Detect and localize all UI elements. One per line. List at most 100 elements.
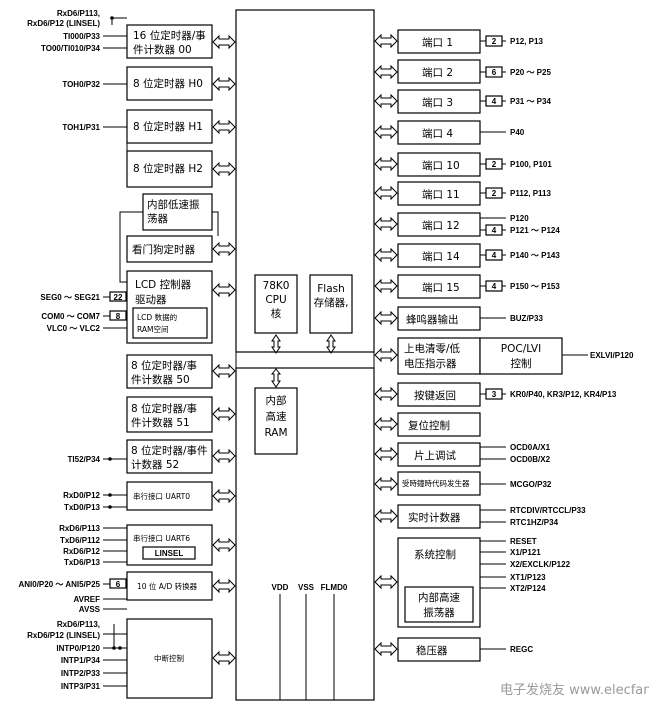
sig-rxd6-p113-b: RxD6/P113	[59, 524, 100, 533]
clk-pin: MCGO/P32	[510, 480, 552, 489]
port-blocks	[397, 29, 481, 299]
sys-pin-x2: X2/EXCLK/P122	[510, 560, 571, 569]
right-bus-arrow-4	[374, 124, 398, 140]
sig-com: COM0 ～ COM7	[41, 312, 100, 321]
high-speed-osc-line1: 内部高速	[418, 591, 460, 604]
sig-toh0-p32: TOH0/P32	[62, 80, 100, 89]
rtc-pin-1: RTCDIV/RTCCL/P33	[510, 506, 586, 515]
rtc-block	[397, 504, 481, 529]
lcd-ram-line1: LCD 数据的	[137, 312, 177, 322]
left-bus-arrow-3	[212, 119, 236, 135]
uart0-block	[126, 481, 213, 511]
ram-line2: 高速	[266, 410, 287, 423]
key-pins: KR0/P40, KR3/P12, KR4/P13	[510, 390, 617, 399]
on-chip-debug-label: 片上调试	[414, 449, 456, 462]
port-4-pins: P40	[510, 128, 525, 137]
sig-rxd6-p12-linsel-c: RxD6/P12 (LINSEL)	[27, 631, 100, 640]
right-bus-arrow-9	[374, 278, 398, 294]
right-bus-arrow-3	[374, 93, 398, 109]
sig-ti52-p34: TI52/P34	[68, 455, 101, 464]
timer-00-line1: 16 位定时器/事	[133, 29, 206, 42]
ani-bus-width-box	[109, 578, 127, 589]
right-bus-arrow-13	[374, 416, 398, 432]
flash-bus-arrow	[326, 334, 336, 354]
seg-bus-width: 22	[114, 293, 123, 302]
right-bus-arrows	[374, 33, 398, 657]
port-15-width: 4	[492, 282, 497, 291]
right-bus-arrow-1	[374, 33, 398, 49]
left-bus-arrow-12	[212, 578, 236, 594]
left-junction-dots	[108, 16, 122, 650]
interrupt-control-block	[126, 618, 213, 699]
port-10-width: 2	[492, 160, 497, 169]
port-15-pins: P150 ～ P153	[510, 282, 560, 291]
poc-lvi-control-block	[479, 337, 563, 375]
sig-toh1-p31: TOH1/P31	[62, 123, 100, 132]
internal-ram-block	[254, 387, 298, 455]
left-bus-arrow-11	[212, 537, 236, 553]
port-labels: 端口 1 端口 2 端口 3 端口 4 端口 10 端口 11 端口 12 端口…	[422, 36, 460, 294]
ram-line3: RAM	[264, 427, 287, 439]
sig-rxd6-p12: RxD6/P12	[63, 547, 100, 556]
sys-pin-xt2: XT2/P124	[510, 584, 546, 593]
port-12-width: 4	[492, 226, 497, 235]
port-14-width: 4	[492, 251, 497, 260]
right-bus-arrow-10	[374, 310, 398, 326]
left-bus-arrow-13	[212, 650, 236, 666]
port-10-pins: P100, P101	[510, 160, 552, 169]
sig-txd6-p112: TxD6/P112	[60, 536, 101, 545]
key-return-label: 按键返回	[414, 389, 456, 402]
right-bus-arrow-14	[374, 446, 398, 462]
timer-51-line2: 件计数器 51	[131, 416, 190, 429]
reset-control-block	[397, 412, 481, 437]
high-speed-osc-block	[404, 586, 474, 623]
sig-intp0: INTP0/P120	[56, 644, 100, 653]
right-bus-arrow-15	[374, 476, 398, 492]
left-bus-arrow-9	[212, 448, 236, 464]
port-width-boxes	[485, 35, 503, 292]
poc-lvi-line1: POC/LVI	[501, 343, 541, 355]
right-bus-arrow-16	[374, 508, 398, 524]
poc-lvi-line2: 控制	[511, 357, 532, 370]
uart0-label: 串行接口 UART0	[133, 491, 190, 501]
port-3-label: 端口 3	[422, 96, 453, 109]
cpu-core-block	[254, 274, 298, 334]
timer-h2-label: 8 位定时器 H2	[133, 162, 203, 175]
watermark-text: 电子发烧友 www.elecfans.com	[500, 682, 649, 698]
sig-avss: AVSS	[79, 605, 101, 614]
lcd-line1: LCD 控制器	[135, 278, 192, 291]
sys-pin-x1: X1/P121	[510, 548, 541, 557]
port-14-label: 端口 14	[422, 250, 460, 263]
ram-bus-arrow	[270, 368, 282, 388]
lvi-line2: 电压指示器	[404, 357, 457, 370]
ocd-pin-1: OCD0A/X1	[510, 443, 551, 452]
vdd-pin-label: VDD	[272, 583, 289, 592]
left-bus-arrows	[212, 34, 236, 666]
system-control-label: 系统控制	[414, 548, 456, 561]
port-2-width: 6	[492, 68, 497, 77]
interrupt-label: 中断控制	[154, 653, 184, 663]
port-11-pins: P112, P113	[510, 189, 551, 198]
port-12-label: 端口 12	[422, 219, 460, 232]
port-12-pins-a: P120	[510, 214, 529, 223]
lvi-line1: 上电清零/低	[404, 342, 461, 355]
port-2-label: 端口 2	[422, 66, 453, 79]
left-bus-arrow-8	[212, 406, 236, 422]
port-1-pins: P12, P13	[510, 37, 543, 46]
lcd-line2: 驱动器	[135, 294, 167, 306]
osc-to-lcd-line	[119, 236, 127, 283]
sig-avref: AVREF	[73, 595, 100, 604]
timer-51-line1: 8 位定时器/事	[131, 402, 198, 415]
key-width-box	[485, 388, 503, 400]
port-pin-labels: P12, P13 P20 ～ P25 P31 ～ P34 P40 P100, P…	[510, 37, 560, 291]
sys-pin-xt1: XT1/P123	[510, 573, 546, 582]
cpu-line2: CPU	[265, 294, 286, 306]
ocd-pin-2: OCD0B/X2	[510, 455, 551, 464]
lcd-ram-block	[132, 307, 208, 339]
osc-right-link	[212, 211, 219, 236]
left-bus-arrow-5	[212, 241, 236, 257]
rtc-pin-2: RTC1HZ/P34	[510, 518, 559, 527]
port-2-pins: P20 ～ P25	[510, 68, 551, 77]
port-3-width: 4	[492, 97, 497, 106]
clock-output-label: 受時鐘時代码发生器	[402, 478, 470, 488]
